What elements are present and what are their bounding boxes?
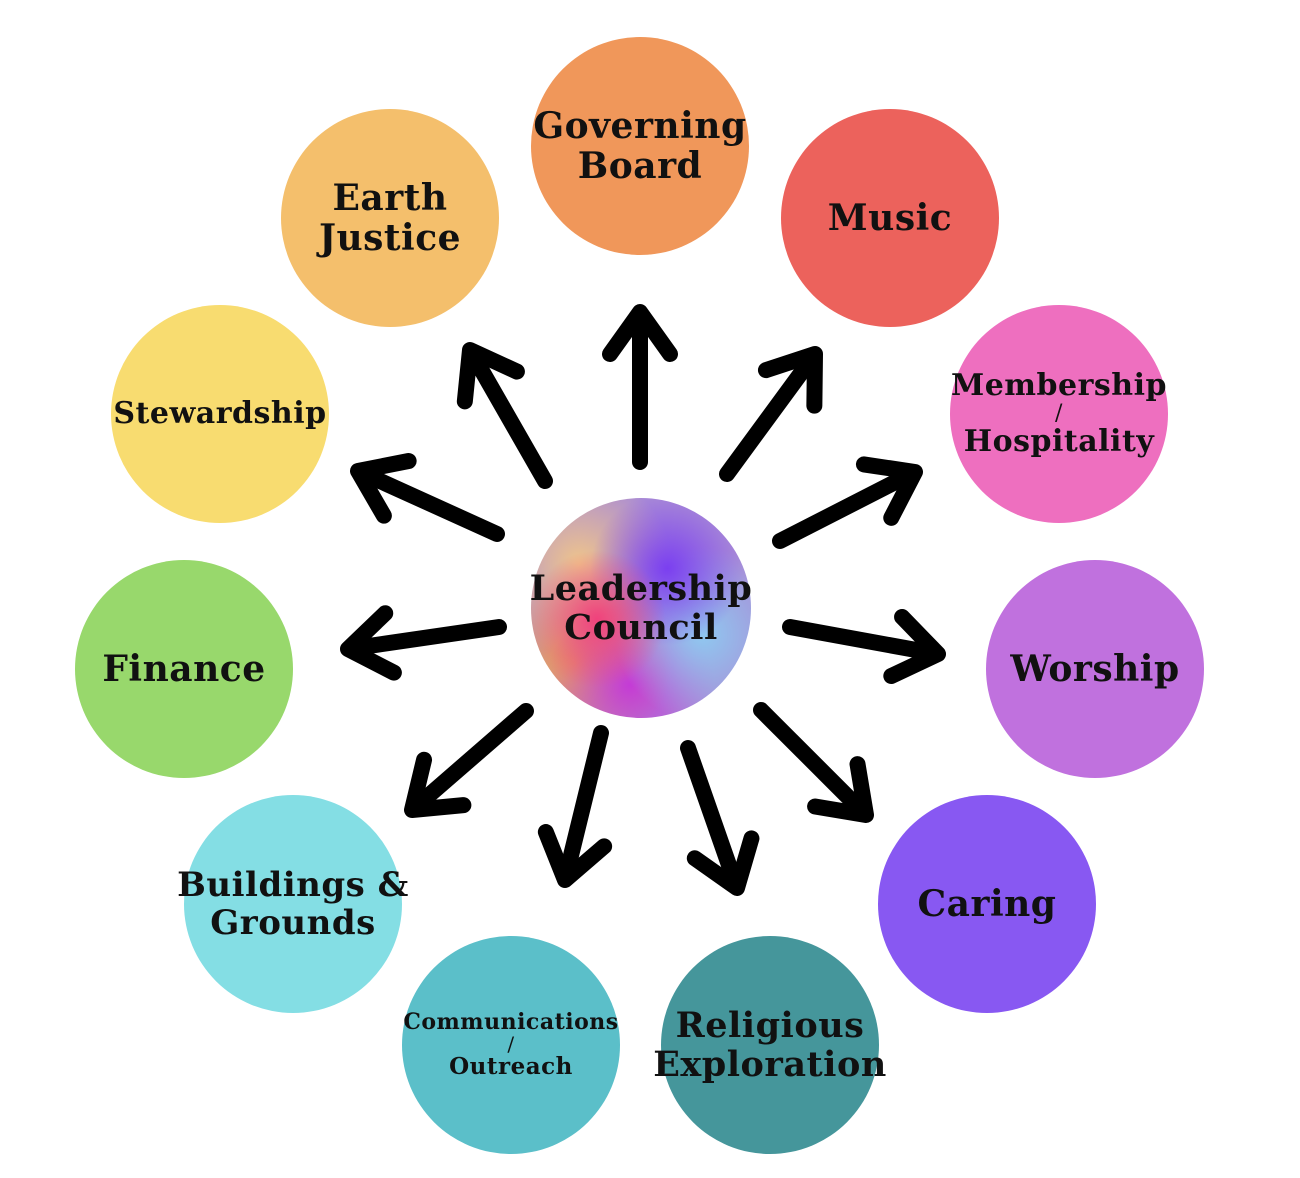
arrow-head <box>807 756 874 823</box>
node-label-separator: / <box>1055 401 1063 426</box>
arrow-to-finance <box>340 605 507 681</box>
center-label-line: Leadership <box>529 567 753 609</box>
node-membership-hospitality: Membership / Hospitality <box>950 305 1168 523</box>
arrow-to-earth-justice <box>456 342 553 489</box>
arrow-head <box>350 453 417 524</box>
node-label-line: Outreach <box>449 1053 573 1081</box>
arrow-head <box>456 342 525 410</box>
node-communications-outreach: Communications / Outreach <box>402 936 620 1154</box>
arrow-shaft <box>407 703 534 816</box>
center-label-line: Council <box>564 607 718 648</box>
arrow-to-communications-outreach <box>537 725 613 888</box>
node-stewardship: Stewardship <box>111 305 329 523</box>
arrow-shaft <box>557 725 609 885</box>
node-earth-justice: Earth Justice <box>281 109 499 327</box>
node-label-line: Caring <box>917 882 1057 925</box>
node-label-line: Music <box>827 196 953 239</box>
node-label-separator: / <box>507 1032 515 1057</box>
arrow-head <box>686 830 760 896</box>
node-label-line: Stewardship <box>113 396 327 432</box>
node-label-line: Membership <box>951 368 1167 404</box>
arrow-to-music <box>719 346 823 482</box>
arrow-head <box>855 456 923 526</box>
node-label-line: Communications <box>403 1008 619 1035</box>
node-finance: Finance <box>75 560 293 778</box>
node-label-line: Hospitality <box>963 424 1155 459</box>
node-label-line: Grounds <box>210 903 376 943</box>
node-caring: Caring <box>878 795 1096 1013</box>
node-buildings-grounds: Buildings & Grounds <box>177 795 408 1013</box>
arrow-to-religious-exploration <box>680 740 760 896</box>
arrow-head <box>757 346 823 414</box>
center-node-leadership-council: Leadership Council <box>529 498 753 718</box>
arrow-head <box>340 605 402 681</box>
arrow-head <box>537 824 613 888</box>
node-music: Music <box>781 109 999 327</box>
node-label-line: Board <box>577 145 703 187</box>
node-label-line: Earth <box>332 176 448 219</box>
node-label-line: Religious <box>675 1004 865 1046</box>
node-label-line: Buildings & <box>177 864 409 905</box>
arrow-head <box>883 608 946 684</box>
arrow-head <box>404 751 472 818</box>
arrow-shaft <box>719 349 821 482</box>
node-label-line: Worship <box>1010 647 1180 690</box>
node-label-line: Exploration <box>653 1044 887 1085</box>
arrow-to-membership-hospitality <box>772 456 923 549</box>
arrow-shaft <box>782 619 943 662</box>
arrow-shaft <box>353 464 505 542</box>
arrow-to-governing-board <box>602 304 678 470</box>
arrow-to-worship <box>782 608 946 684</box>
arrow-head <box>602 304 678 362</box>
arrow-shaft <box>343 619 507 657</box>
arrow-shaft <box>680 740 744 893</box>
arrow-shaft <box>463 345 553 489</box>
arrow-to-caring <box>753 702 874 823</box>
node-religious-exploration: Religious Exploration <box>653 936 886 1154</box>
node-worship: Worship <box>986 560 1204 778</box>
node-governing-board: Governing Board <box>531 37 749 255</box>
arrow-to-stewardship <box>350 453 505 542</box>
arrow-to-buildings-grounds <box>404 703 534 818</box>
node-label-line: Justice <box>318 217 462 259</box>
arrow-shaft <box>772 465 920 549</box>
node-label-line: Governing <box>533 104 747 147</box>
arrow-shaft <box>753 702 872 821</box>
node-label-line: Finance <box>102 647 266 690</box>
